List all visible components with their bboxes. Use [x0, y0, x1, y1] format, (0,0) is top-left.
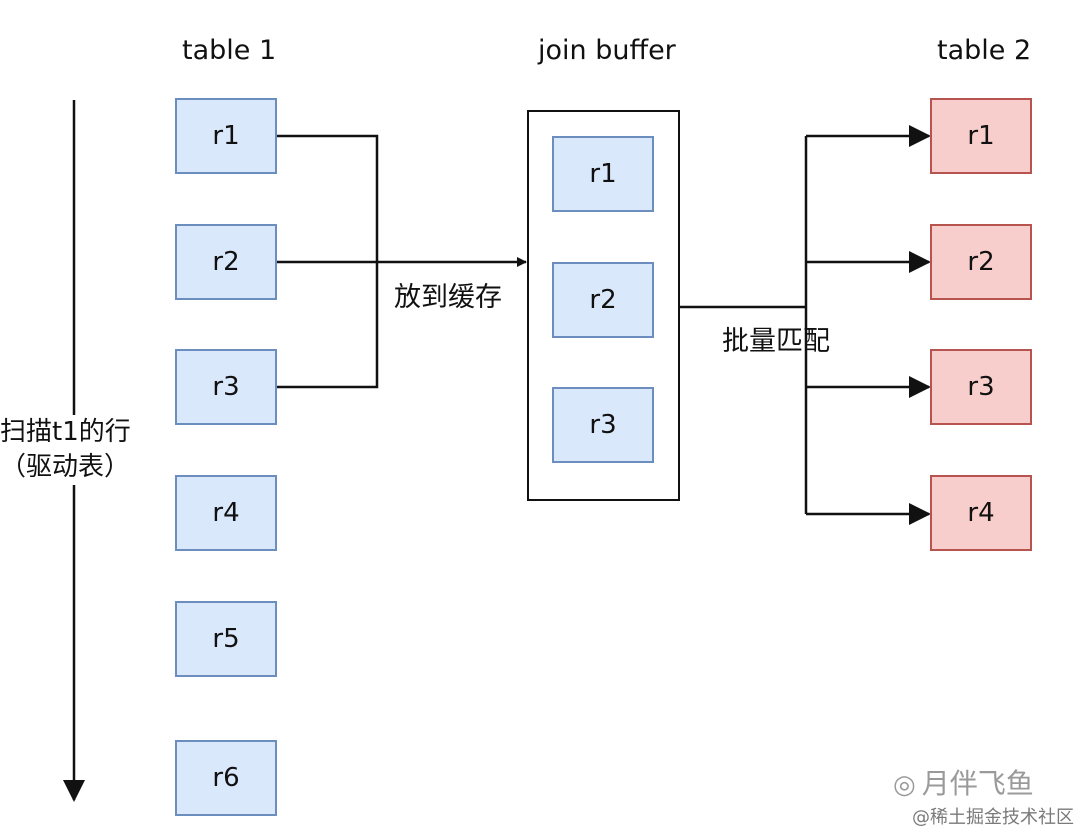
table2-row-r1: r1	[930, 98, 1032, 174]
table1-row-r5: r5	[175, 601, 277, 677]
watermark-account: ◎月伴飞鱼	[893, 762, 1034, 802]
table1-row-r6: r6	[175, 740, 277, 816]
table1-row-r3: r3	[175, 349, 277, 425]
table1-row-r1: r1	[175, 98, 277, 174]
scan-rows-label: 扫描t1的行 （驱动表）	[0, 415, 131, 486]
connector-r3	[277, 262, 379, 389]
table2-row-r4: r4	[930, 475, 1032, 551]
scan-label-line1: 扫描t1的行	[0, 417, 131, 447]
connector-r1	[277, 134, 379, 262]
wechat-icon: ◎	[893, 770, 916, 800]
to-cache-label: 放到缓存	[394, 282, 502, 313]
watermark-account-name: 月伴飞鱼	[921, 767, 1034, 800]
table2-title: table 2	[937, 35, 1032, 66]
table1-row-r4: r4	[175, 475, 277, 551]
buffer-row-r2: r2	[552, 262, 654, 338]
buffer-row-r1: r1	[552, 136, 654, 212]
table2-row-r2: r2	[930, 224, 1032, 300]
scan-label-line2: （驱动表）	[0, 452, 131, 483]
table2-row-r3: r3	[930, 349, 1032, 425]
table1-row-r2: r2	[175, 224, 277, 300]
table1-title: table 1	[182, 35, 277, 66]
join-buffer-title: join buffer	[538, 35, 676, 66]
batch-match-label: 批量匹配	[722, 326, 830, 357]
buffer-row-r3: r3	[552, 387, 654, 463]
watermark-site: @稀土掘金技术社区	[912, 807, 1074, 828]
